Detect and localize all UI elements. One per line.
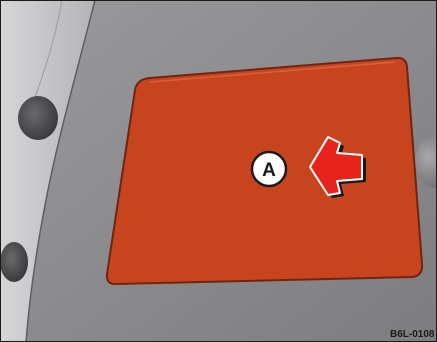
upper-mounting-hole (18, 96, 58, 140)
figure-code: B6L-0108 (390, 328, 437, 342)
callout-label: A (262, 160, 276, 181)
lower-mounting-hole (0, 242, 28, 282)
